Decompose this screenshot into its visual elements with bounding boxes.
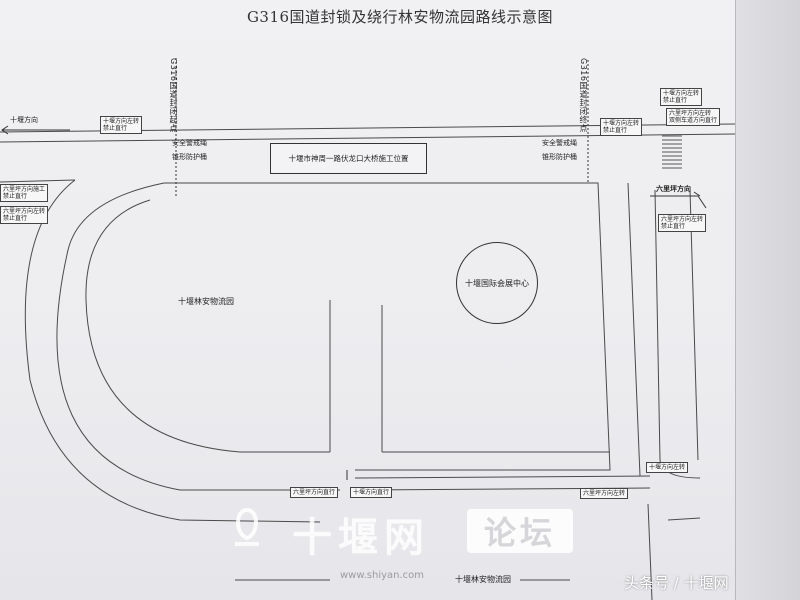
outer-left-road xyxy=(24,179,321,523)
sign-far-right-bottom: 六里坪方向左转双侧车道方向直行 xyxy=(666,108,721,127)
shiyan-direction-arrow xyxy=(1,125,70,135)
exhibition-center-circle: 十堰国际会展中心 xyxy=(456,242,538,324)
right-road-2 xyxy=(654,189,661,461)
sign-top-left: 十堰方向左转禁止直行 xyxy=(100,116,143,135)
sign-bottom-2: 十堰方向直行 xyxy=(350,487,393,499)
sign-bottom-4: 十堰方向左转 xyxy=(646,462,689,474)
bottom-right-road-2 xyxy=(667,517,701,521)
watermark-tag: 论坛 xyxy=(467,509,573,553)
bottom-right-road xyxy=(647,503,653,600)
watermark-brand: 十堰网 xyxy=(292,515,430,561)
sign-far-right-top: 十堰方向左转禁止直行 xyxy=(660,88,703,107)
safety-rope-right: 安全警戒绳 xyxy=(542,139,577,147)
park-label-bottom: 十堰林安物流园 xyxy=(455,575,511,584)
sign-right-mid: 六里坪方向左转禁止直行 xyxy=(658,214,707,233)
watermark-url: www.shiyan.com xyxy=(340,570,425,581)
left-stub xyxy=(0,179,76,183)
right-road-1 xyxy=(627,182,641,477)
closure-start-label: G316国道封闭起点 xyxy=(169,58,178,133)
park-outer-boundary xyxy=(56,182,611,491)
safety-cone-left: 锥形防护桶 xyxy=(172,153,207,161)
safety-rope-left: 安全警戒绳 xyxy=(172,139,207,147)
liuli-direction-arrow xyxy=(650,191,707,209)
sign-left-2: 六里坪方向左转禁止直行 xyxy=(0,206,49,225)
sign-left-1: 六里坪方向施工禁止直行 xyxy=(0,184,49,203)
sign-bottom-1: 六里坪方向直行 xyxy=(290,487,339,499)
shiyan-direction-label: 十堰方向 xyxy=(10,116,38,124)
closure-end-label: G316国道封闭终点 xyxy=(579,58,588,133)
bottom-road-edge-2 xyxy=(354,475,651,479)
sign-top-right: 十堰方向左转禁止直行 xyxy=(600,118,643,137)
exhibition-center-label: 十堰国际会展中心 xyxy=(465,278,529,288)
park-label: 十堰林安物流园 xyxy=(178,297,234,306)
safety-cone-right: 锥形防护桶 xyxy=(542,153,577,161)
construction-site-label: 十堰市神周一路伏龙口大桥施工位置 xyxy=(288,154,409,163)
right-road-3 xyxy=(689,189,699,461)
page-edge xyxy=(735,0,800,600)
shiyan-logo-icon xyxy=(235,507,259,546)
sign-bottom-3: 六里坪方向左转 xyxy=(580,488,629,500)
park-inner-left xyxy=(85,199,331,453)
credit-label: 头条号 / 十堰网 xyxy=(624,574,729,592)
construction-site-box: 十堰市神周一路伏龙口大桥施工位置 xyxy=(270,143,427,174)
liuli-direction-label: 六里坪方向 xyxy=(656,185,691,193)
map-title: G316国道封锁及绕行林安物流园路线示意图 xyxy=(246,8,554,26)
